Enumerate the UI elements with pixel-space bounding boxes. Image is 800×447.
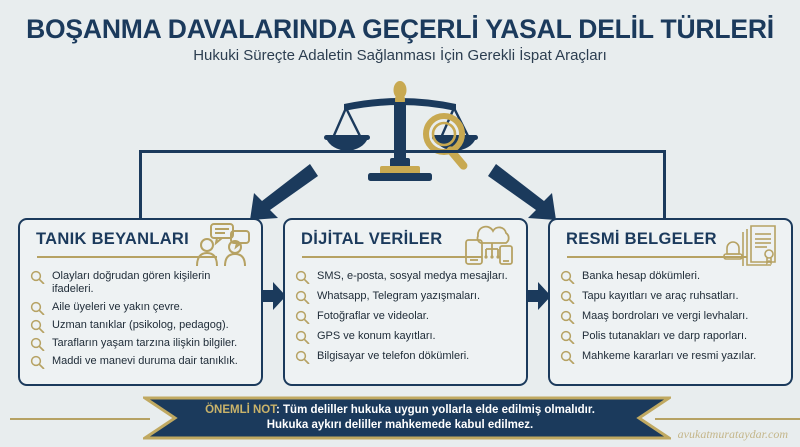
magnifier-icon [295, 350, 310, 365]
magnifier-icon [560, 290, 575, 305]
card-tanik-beyanlari[interactable]: TANIK BEYANLARI [18, 218, 263, 386]
page-title: BOŞANMA DAVALARINDA GEÇERLİ YASAL DELİL … [26, 14, 774, 44]
arrow-down-right-icon [488, 160, 558, 227]
ribbon-tail-right [655, 418, 800, 420]
connector-horizontal [139, 150, 666, 153]
list-item: Maddi ve manevi duruma dair tanıklık. [30, 355, 253, 370]
card-divider [302, 256, 482, 258]
list-item-text: GPS ve konum kayıtları. [317, 330, 436, 342]
list-item-text: Tapu kayıtları ve araç ruhsatları. [582, 290, 739, 302]
list-item: SMS, e-posta, sosyal medya mesajları. [295, 270, 518, 285]
magnifier-icon [560, 350, 575, 365]
list-item-text: Whatsapp, Telegram yazışmaları. [317, 290, 481, 302]
list-item-text: Bilgisayar ve telefon dökümleri. [317, 350, 470, 362]
magnifier-icon [560, 270, 575, 285]
list-item-text: Olayları doğrudan gören kişilerin ifadel… [52, 270, 211, 295]
list-item-text: Mahkeme kararları ve resmi yazılar. [582, 350, 757, 362]
card-header: DİJİTAL VERİLER [285, 220, 526, 266]
list-item: GPS ve konum kayıtları. [295, 330, 518, 345]
magnifier-icon [30, 301, 45, 316]
list-item-text: Banka hesap dökümleri. [582, 270, 701, 282]
arrow-right-icon [258, 280, 286, 317]
list-item: Bilgisayar ve telefon dökümleri. [295, 350, 518, 365]
list-item-text: Fotoğraflar ve videolar. [317, 310, 429, 322]
site-watermark: avukatmurataydar.com [677, 427, 788, 441]
connector-vertical-right [663, 150, 666, 218]
list-item: Mahkeme kararları ve resmi yazılar. [560, 350, 783, 365]
arrow-right-icon [523, 280, 551, 317]
card-resmi-belgeler[interactable]: RESMİ BELGELER [548, 218, 793, 386]
card-dijital-veriler[interactable]: DİJİTAL VERİLER [283, 218, 528, 386]
card-title: DİJİTAL VERİLER [301, 230, 443, 248]
magnifier-icon [30, 270, 45, 285]
list-item: Aile üyeleri ve yakın çevre. [30, 301, 253, 316]
card-header: TANIK BEYANLARI [20, 220, 261, 267]
magnifier-icon [30, 337, 45, 352]
card-header: RESMİ BELGELER [550, 220, 791, 266]
list-item-text: Uzman tanıklar (psikolog, pedagog). [52, 319, 229, 331]
evidence-list: Olayları doğrudan gören kişilerin ifadel… [20, 266, 261, 370]
list-item: Tapu kayıtları ve araç ruhsatları. [560, 290, 783, 305]
magnifier-icon [295, 290, 310, 305]
cloud-devices-icon [456, 222, 518, 266]
magnifier-icon [560, 310, 575, 325]
card-divider [567, 256, 747, 258]
connector-vertical-left [139, 150, 142, 218]
list-item: Whatsapp, Telegram yazışmaları. [295, 290, 518, 305]
arrow-down-left-icon [248, 160, 318, 227]
list-item: Polis tutanakları ve darp raporları. [560, 330, 783, 345]
list-item: Tarafların yaşam tarzına ilişkin bilgile… [30, 337, 253, 352]
important-note-ribbon [140, 396, 674, 440]
list-item: Uzman tanıklar (psikolog, pedagog). [30, 319, 253, 334]
card-divider [37, 256, 217, 258]
list-item-text: Maddi ve manevi duruma dair tanıklık. [52, 355, 238, 367]
list-item-text: Polis tutanakları ve darp raporları. [582, 330, 748, 342]
ribbon-tail-left [10, 418, 150, 420]
list-item-text: Aile üyeleri ve yakın çevre. [52, 301, 183, 313]
two-people-speech-bubbles-icon [191, 222, 253, 267]
card-title: RESMİ BELGELER [566, 230, 717, 248]
page-subtitle: Hukuki Süreçte Adaletin Sağlanması İçin … [193, 47, 607, 64]
list-item: Olayları doğrudan gören kişilerin ifadel… [30, 270, 253, 296]
scales-of-justice-with-magnifier-icon [322, 78, 478, 182]
card-title: TANIK BEYANLARI [36, 230, 190, 248]
magnifier-icon [295, 330, 310, 345]
list-item-text: Tarafların yaşam tarzına ilişkin bilgile… [52, 337, 238, 349]
magnifier-icon [560, 330, 575, 345]
magnifier-icon [295, 270, 310, 285]
magnifier-icon [295, 310, 310, 325]
magnifier-icon [30, 319, 45, 334]
list-item: Banka hesap dökümleri. [560, 270, 783, 285]
evidence-list: Banka hesap dökümleri. Tapu kayıtları ve… [550, 266, 791, 365]
list-item: Maaş bordroları ve vergi levhaları. [560, 310, 783, 325]
magnifier-icon [30, 355, 45, 370]
documents-stamp-seal-icon [721, 222, 783, 266]
list-item-text: SMS, e-posta, sosyal medya mesajları. [317, 270, 508, 282]
evidence-list: SMS, e-posta, sosyal medya mesajları. Wh… [285, 266, 526, 365]
list-item-text: Maaş bordroları ve vergi levhaları. [582, 310, 749, 322]
list-item: Fotoğraflar ve videolar. [295, 310, 518, 325]
